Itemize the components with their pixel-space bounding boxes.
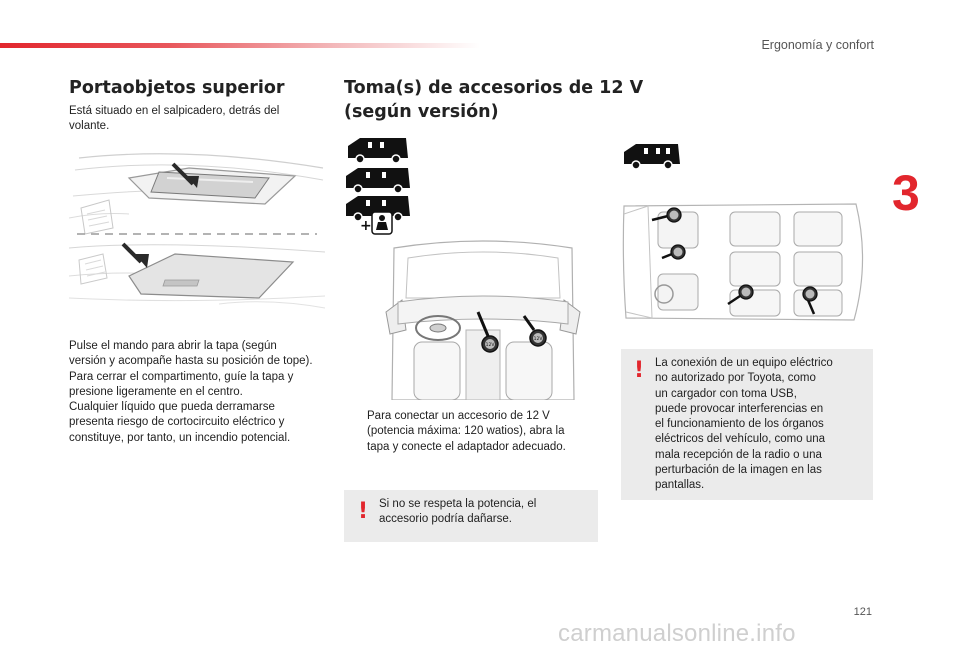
header-accent-bar	[0, 43, 480, 48]
vehicle-version-icons: +	[346, 138, 410, 235]
svg-text:12V: 12V	[486, 342, 496, 348]
socket-dashboard-icon: 12V	[529, 329, 547, 347]
svg-text:12V: 12V	[534, 336, 544, 342]
plus-symbol: +	[360, 218, 372, 234]
power-warning-card	[344, 490, 598, 542]
van-medium-icon	[346, 168, 410, 194]
socket-dashboard-icon	[670, 244, 686, 260]
vehicle-top-view-illustration	[622, 203, 864, 321]
dashboard-storage-illustration	[69, 148, 325, 318]
van-long-icon	[346, 196, 410, 222]
chapter-number: 3	[892, 165, 920, 221]
storage-instructions: Pulse el mando para abrir la tapa (según…	[69, 340, 313, 444]
section-title: Ergonomía y confort	[761, 38, 874, 52]
warning-icon: !	[358, 499, 369, 524]
socket-rear-icon	[802, 286, 818, 302]
socket-middle-row-icon	[738, 284, 754, 300]
van-icon	[624, 144, 680, 170]
seat-option-icon	[371, 211, 393, 235]
socket-front-icon: 12V	[481, 335, 499, 353]
page-number: 121	[853, 606, 872, 618]
power-warning-text: Si no se respeta la potencia, el accesor…	[379, 498, 537, 526]
van-short-icon	[348, 138, 408, 164]
storage-intro: Está situado en el salpicadero, detrás d…	[69, 105, 280, 133]
equipment-warning-text: La conexión de un equipo eléctrico no au…	[655, 357, 833, 492]
socket-title-line1: Toma(s) de accesorios de 12 V	[344, 78, 644, 98]
warning-icon: !	[634, 358, 645, 383]
front-cabin-illustration: 12V 12V	[385, 240, 581, 400]
socket-front-icon	[666, 207, 682, 223]
storage-title: Portaobjetos superior	[69, 78, 285, 98]
socket-instructions: Para conectar un accesorio de 12 V (pote…	[367, 410, 566, 453]
equipment-warning-card	[621, 349, 873, 500]
socket-title-line2: (según versión)	[344, 102, 499, 122]
watermark: carmanualsonline.info	[558, 620, 796, 647]
